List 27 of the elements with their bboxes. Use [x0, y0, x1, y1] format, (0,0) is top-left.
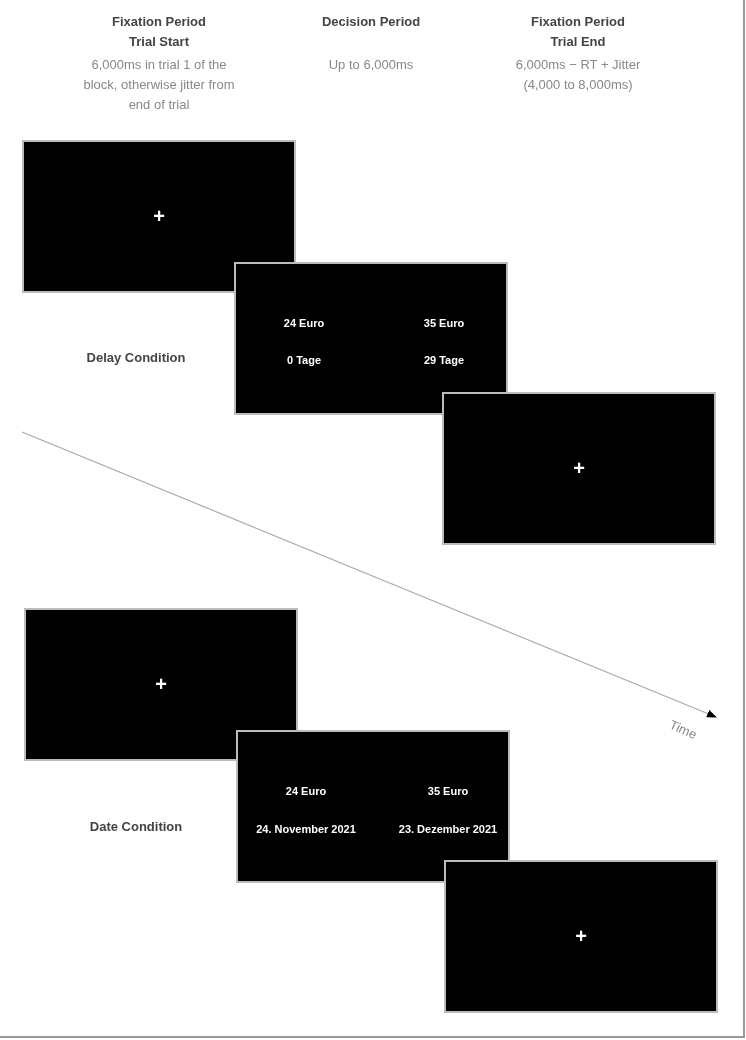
condition-label: Delay Condition — [85, 349, 187, 367]
column-heading: Fixation Period Trial End — [530, 13, 626, 51]
fixation-cross: + — [155, 672, 167, 696]
condition-label: Date Condition — [88, 818, 184, 836]
screen — [442, 392, 716, 545]
screen — [24, 608, 298, 761]
option-text: 35 Euro — [423, 317, 465, 329]
fixation-cross: + — [573, 456, 585, 480]
screen — [444, 860, 718, 1013]
axis-label: Time — [666, 715, 701, 745]
column-heading: Fixation Period Trial Start — [111, 13, 207, 51]
screen — [234, 262, 508, 415]
option-text: 29 Tage — [423, 354, 465, 366]
option-text: 0 Tage — [287, 354, 321, 366]
timing-note: 6,000ms in trial 1 of the block, otherwise jitter from end of trial — [82, 56, 236, 114]
column-heading: Decision Period — [320, 13, 422, 31]
screen — [236, 730, 510, 883]
timing-note: Up to 6,000ms — [327, 56, 415, 74]
option-text: 23. Dezember 2021 — [398, 823, 498, 835]
option-text: 24 Euro — [285, 785, 327, 797]
timing-note: 6,000ms − RT + Jitter (4,000 to 8,000ms) — [514, 56, 642, 94]
fixation-cross: + — [575, 924, 587, 948]
fixation-cross: + — [153, 204, 165, 228]
option-text: 24 Euro — [283, 317, 325, 329]
screen — [22, 140, 296, 293]
option-text: 35 Euro — [427, 785, 469, 797]
option-text: 24. November 2021 — [256, 823, 356, 835]
